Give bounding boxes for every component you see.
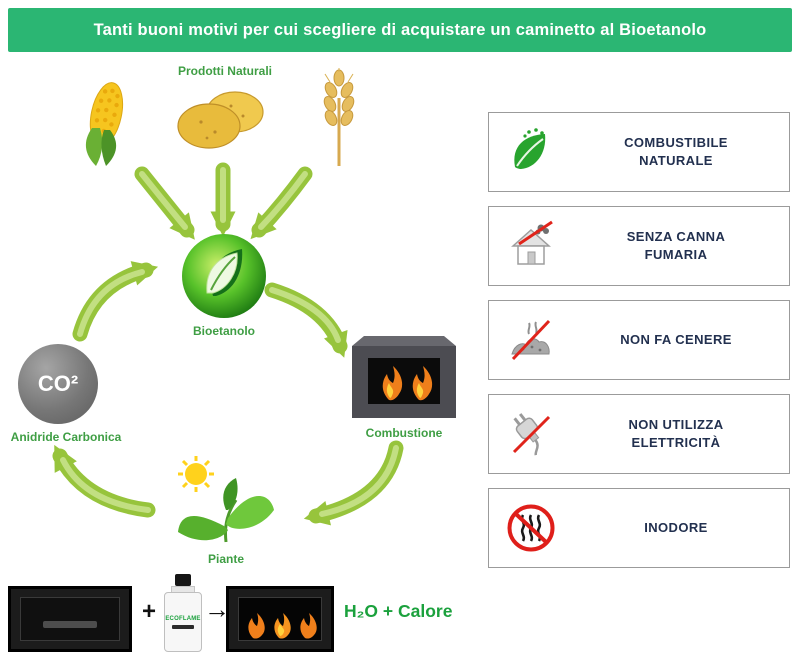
bioethanol-leaf-icon xyxy=(182,234,266,318)
benefit-non-fa-cenere: NON FA CENERE xyxy=(488,300,790,380)
plus-sign: + xyxy=(141,598,156,625)
label-combustione: Combustione xyxy=(365,426,443,440)
transform-arrow: → xyxy=(204,594,230,624)
fireplace-lit-image xyxy=(226,586,334,652)
no-chimney-house-icon xyxy=(489,220,573,272)
result-text: H₂O + Calore xyxy=(344,601,453,621)
benefit-label: NON UTILIZZA ELETTRICITÀ xyxy=(628,416,724,450)
no-odor-icon xyxy=(489,502,573,554)
bottle-label: ECOFLAME xyxy=(165,615,201,622)
benefit-label: SENZA CANNA FUMARIA xyxy=(626,228,726,262)
corn-icon xyxy=(85,82,124,166)
benefit-non-utilizza-elettricita: NON UTILIZZA ELETTRICITÀ xyxy=(488,394,790,474)
co2-icon: CO² xyxy=(18,344,98,424)
benefit-inodore: INODORE xyxy=(488,488,790,568)
benefit-label: COMBUSTIBILE NATURALE xyxy=(624,134,728,168)
label-piante: Piante xyxy=(207,552,244,566)
benefits-list: COMBUSTIBILE NATURALE SENZA CANNA FUMARI… xyxy=(488,112,790,582)
no-ash-icon xyxy=(489,314,573,366)
natural-fuel-leaf-icon xyxy=(489,126,573,178)
label-prodotti-naturali: Prodotti Naturali xyxy=(177,64,272,78)
bioethanol-bottle-icon: ECOFLAME xyxy=(162,574,204,652)
bottle-cap xyxy=(175,574,191,586)
potatoes-icon xyxy=(177,91,264,149)
bioethanol-cycle-diagram: Prodotti Naturali xyxy=(0,52,480,582)
bottle-neck xyxy=(171,586,195,592)
fireplace-icon xyxy=(352,336,456,418)
benefit-label: INODORE xyxy=(644,519,708,535)
title-banner: Tanti buoni motivi per cui scegliere di … xyxy=(8,8,792,52)
flames-icon xyxy=(248,613,317,639)
fireplace-opening xyxy=(20,597,120,641)
fireplace-unlit-image xyxy=(8,586,132,652)
cycle-arrows xyxy=(52,162,404,526)
fireplace-lit-opening xyxy=(238,597,322,641)
wheat-icon xyxy=(323,68,355,166)
page-title: Tanti buoni motivi per cui scegliere di … xyxy=(93,20,707,39)
benefit-senza-canna-fumaria: SENZA CANNA FUMARIA xyxy=(488,206,790,286)
benefit-label: NON FA CENERE xyxy=(620,331,732,347)
bottle-body: ECOFLAME xyxy=(164,592,202,652)
no-electricity-plug-icon xyxy=(489,408,573,460)
bottle-label-bar xyxy=(172,624,194,629)
label-bioetanolo: Bioetanolo xyxy=(193,324,255,338)
label-anidride-carbonica: Anidride Carbonica xyxy=(10,430,122,444)
plant-sun-icon xyxy=(178,456,274,543)
co2-text: CO² xyxy=(37,371,79,396)
burner-slot xyxy=(42,621,98,628)
benefit-combustibile-naturale: COMBUSTIBILE NATURALE xyxy=(488,112,790,192)
